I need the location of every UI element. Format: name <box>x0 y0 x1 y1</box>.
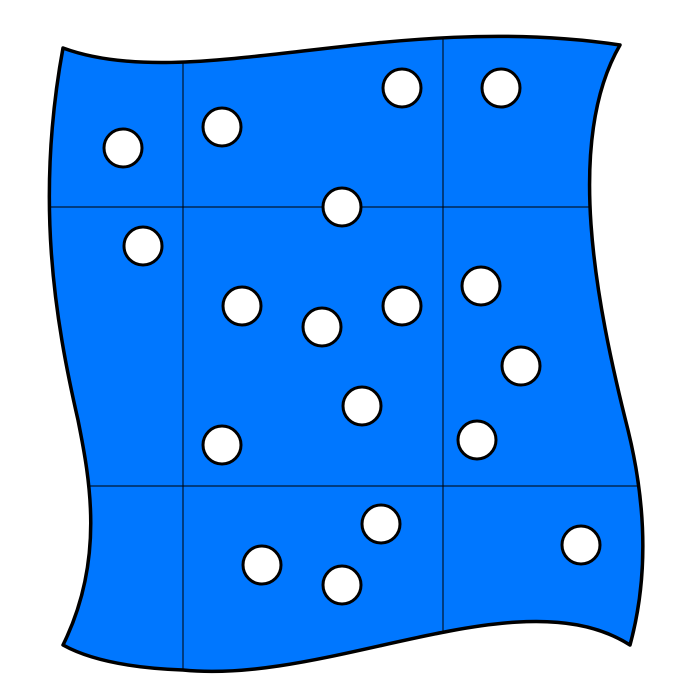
dot-row2-col2-5 <box>201 424 243 466</box>
wavy-sheet <box>49 36 643 672</box>
dot-row2-col1-1 <box>122 225 164 267</box>
dot-row3-col3-1 <box>560 524 602 566</box>
dot-row1-col3-2 <box>480 67 522 109</box>
dots-layer <box>102 67 602 606</box>
dot-row2-col3-2 <box>500 345 542 387</box>
dot-row1-col3-1 <box>381 67 423 109</box>
dot-row2-col2-2 <box>301 306 343 348</box>
dot-row1-col2-2 <box>321 186 363 228</box>
dot-row1-col2-1 <box>201 106 243 148</box>
dot-row2-col3-1 <box>460 265 502 307</box>
dot-row2-col2-3 <box>381 285 423 327</box>
dot-row2-col2-4 <box>341 385 383 427</box>
dot-row3-col2-3 <box>321 564 363 606</box>
sheet-border <box>47 34 645 674</box>
dot-row2-col3-3 <box>456 419 498 461</box>
dot-row3-col2-2 <box>241 544 283 586</box>
dot-row2-col2-1 <box>221 285 263 327</box>
dot-row1-col1-1 <box>102 127 144 169</box>
dot-row3-col2-1 <box>360 503 402 545</box>
